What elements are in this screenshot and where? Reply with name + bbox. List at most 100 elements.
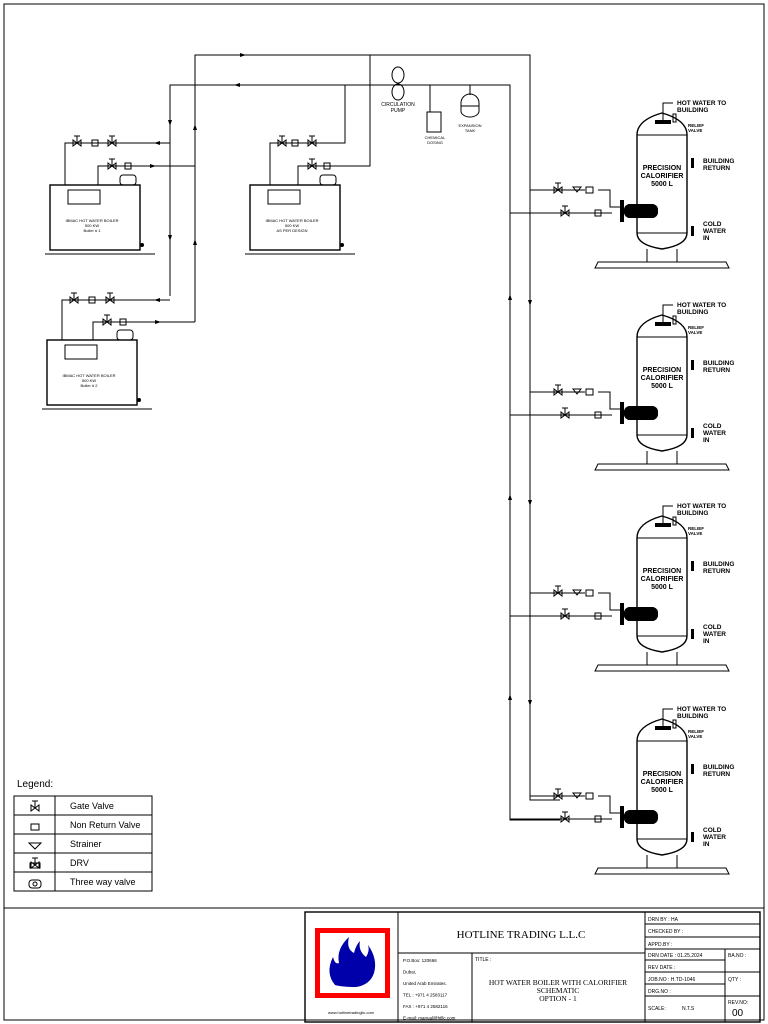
legend-item: Non Return Valve xyxy=(30,820,140,831)
label: WATER xyxy=(703,834,726,841)
label: United Arab Emirates. xyxy=(403,981,447,986)
main-pipework xyxy=(61,53,560,821)
label: SCHEMATIC xyxy=(537,986,580,995)
label: PUMP xyxy=(391,108,406,114)
label: RELIEF xyxy=(688,123,704,128)
label: Boiler # 2 xyxy=(81,383,99,388)
label: JOB.NO : H.TD-1046 xyxy=(648,977,695,983)
label: PRECISION xyxy=(643,165,682,172)
label: REV DATE : xyxy=(648,965,675,971)
label: HOT WATER TO xyxy=(677,100,726,107)
label: BUILDING xyxy=(677,713,708,720)
label: BA.NO : xyxy=(728,953,746,959)
label: RELIEF xyxy=(688,526,704,531)
title-block: www.hotlinetradingllc.com HOTLINE TRADIN… xyxy=(304,911,761,1023)
label: TEL : +971 4 2583117 xyxy=(403,993,448,998)
label: TANK xyxy=(465,128,476,133)
label: IBMAC HOT WATER BOILER xyxy=(65,218,118,223)
label: Dubai, xyxy=(403,970,416,975)
three-way-valve-icon xyxy=(28,879,42,889)
label: PRECISION xyxy=(643,771,682,778)
boiler-valves xyxy=(69,135,331,326)
drawing-border xyxy=(3,3,765,1021)
label: QTY : xyxy=(728,977,741,983)
label: COLD xyxy=(703,423,722,430)
label: DRG.NO : xyxy=(648,989,671,995)
label: DOSING xyxy=(427,140,443,145)
label: BUILDING xyxy=(703,764,734,771)
circulation-pump: CIRCULATION PUMP xyxy=(381,66,415,114)
label: COLD xyxy=(703,624,722,631)
expansion-tank: EXPANSION TANK xyxy=(458,85,482,133)
label: 5000 L xyxy=(651,584,674,591)
label: RELIEF xyxy=(688,325,704,330)
label: BUILDING xyxy=(703,158,734,165)
label: AS PER DESIGN xyxy=(276,228,307,233)
label: CALORIFIER xyxy=(641,375,684,382)
label: WATER xyxy=(703,631,726,638)
legend-item: DRV xyxy=(29,857,89,869)
label: RETURN xyxy=(703,165,730,172)
label: OPTION - 1 xyxy=(539,994,577,1003)
label: VALVE xyxy=(688,734,702,739)
label: CALORIFIER xyxy=(641,173,684,180)
label: BUILDING xyxy=(677,309,708,316)
label: Boiler # 1 xyxy=(84,228,102,233)
label: RETURN xyxy=(703,367,730,374)
label: IN xyxy=(703,235,710,242)
label: IN xyxy=(703,638,710,645)
label: IN xyxy=(703,437,710,444)
label: SCALE: xyxy=(648,1006,666,1012)
label: VALVE xyxy=(688,330,702,335)
label: WATER xyxy=(703,228,726,235)
label: 500 KW xyxy=(285,223,299,228)
label: BUILDING xyxy=(677,107,708,114)
label: BUILDING xyxy=(703,561,734,568)
label: Legend: xyxy=(17,779,53,790)
label: FAX : +971 4 2582116 xyxy=(403,1004,448,1009)
chemical-dosing: CHEMICAL DOSING xyxy=(425,85,446,145)
label: 500 KW xyxy=(82,378,96,383)
label: IBMAC HOT WATER BOILER xyxy=(265,218,318,223)
label: DRN DATE : 01.25.2024 xyxy=(648,953,703,959)
label: COLD xyxy=(703,221,722,228)
label: P.O.Box: 120666 xyxy=(403,958,437,963)
label: BUILDING xyxy=(677,510,708,517)
non-return-valve-icon xyxy=(30,823,40,831)
label: RELIEF xyxy=(688,729,704,734)
label: 5000 L xyxy=(651,787,674,794)
legend-item: Gate Valve xyxy=(30,800,114,812)
label: RETURN xyxy=(703,771,730,778)
label: www.hotlinetradingllc.com xyxy=(328,1010,375,1015)
label: DRN BY : HA xyxy=(648,917,679,923)
label: E-mail: manual@htllc.com xyxy=(403,1016,456,1021)
label: HOT WATER TO xyxy=(677,503,726,510)
label: VALVE xyxy=(688,531,702,536)
label: DRV xyxy=(70,858,89,868)
label: REV.NO: xyxy=(728,1000,748,1006)
label: 00 xyxy=(732,1008,744,1019)
drawing-title: HOT WATER BOILER WITH CALORIFIER xyxy=(489,978,627,987)
label: PRECISION xyxy=(643,568,682,575)
label: IN xyxy=(703,841,710,848)
label: CALORIFIER xyxy=(641,576,684,583)
label: 500 KW xyxy=(85,223,99,228)
legend-item: Three way valve xyxy=(28,877,136,889)
label: COLD xyxy=(703,827,722,834)
label: WATER xyxy=(703,430,726,437)
label: APPD.BY : xyxy=(648,942,672,948)
label: N.T.S xyxy=(682,1006,695,1012)
company-logo: www.hotlinetradingllc.com xyxy=(315,928,390,1015)
label: HOT WATER TO xyxy=(677,706,726,713)
label: CHECKED BY : xyxy=(648,929,683,935)
label: Non Return Valve xyxy=(70,820,140,830)
label: 5000 L xyxy=(651,181,674,188)
